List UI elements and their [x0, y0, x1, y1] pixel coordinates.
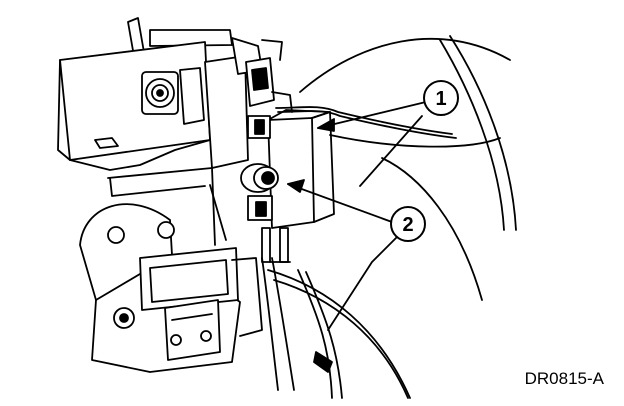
figure-id-label: DR0815-A	[525, 369, 605, 388]
lower-assembly	[79, 203, 263, 373]
callout-arrowheads	[287, 118, 335, 193]
module-fastener	[240, 163, 279, 193]
mounting-bolt	[141, 71, 179, 115]
connector	[245, 39, 293, 113]
callout-2: 2	[390, 206, 426, 242]
callout-1: 1	[423, 80, 459, 116]
callout-1-circle	[423, 80, 459, 116]
backing-plate-arc	[267, 35, 517, 399]
callout-2-label: 2	[402, 214, 413, 236]
callout-leader-lines	[287, 100, 431, 331]
actuator-module	[247, 109, 335, 263]
callout-1-label: 1	[435, 88, 446, 110]
callout-2-circle	[390, 206, 426, 242]
